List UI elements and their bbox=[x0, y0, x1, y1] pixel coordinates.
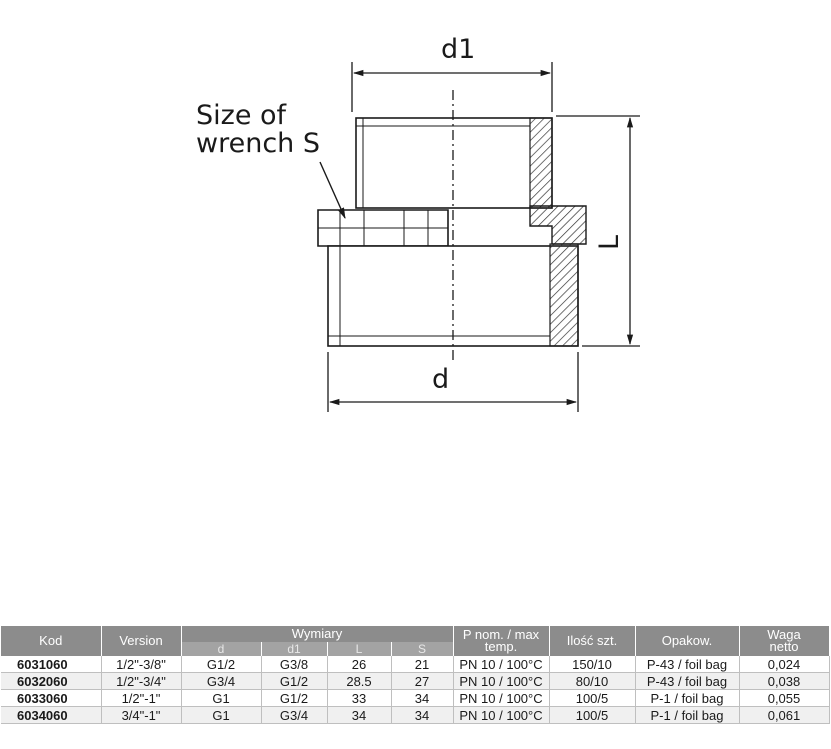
label-d1: d1 bbox=[441, 34, 475, 65]
wrench-label-line1: Size of bbox=[196, 100, 288, 131]
cell-kod: 6032060 bbox=[1, 672, 102, 690]
header-version: Version bbox=[101, 626, 182, 656]
cell-waga: 0,061 bbox=[739, 706, 830, 724]
cell-L: 33 bbox=[327, 689, 392, 707]
cell-d: G1 bbox=[181, 706, 262, 724]
label-L: L bbox=[594, 235, 625, 250]
header-d: d bbox=[181, 642, 262, 656]
cell-d1: G1/2 bbox=[261, 672, 328, 690]
cell-opakow: P-43 / foil bag bbox=[635, 656, 740, 673]
cell-S: 34 bbox=[391, 706, 454, 724]
cell-ilosc: 100/5 bbox=[549, 689, 636, 707]
cell-S: 34 bbox=[391, 689, 454, 707]
wrench-leader bbox=[319, 161, 346, 220]
header-wymiary: Wymiary bbox=[181, 626, 454, 642]
cell-d1: G1/2 bbox=[261, 689, 328, 707]
upper-body bbox=[355, 117, 553, 209]
header-waga-line1: Waga bbox=[767, 627, 801, 642]
cell-d1: G3/8 bbox=[261, 656, 328, 673]
cell-S: 21 bbox=[391, 656, 454, 673]
cell-L: 26 bbox=[327, 656, 392, 673]
table-row: 6031060 1/2"-3/8" G1/2 G3/8 26 21 PN 10 … bbox=[1, 656, 830, 673]
label-d: d bbox=[432, 364, 449, 395]
table-row: 6034060 3/4"-1" G1 G3/4 34 34 PN 10 / 10… bbox=[1, 706, 830, 724]
cell-waga: 0,055 bbox=[739, 689, 830, 707]
wrench-label-line2: wrench S bbox=[196, 128, 320, 159]
cell-kod: 6034060 bbox=[1, 706, 102, 724]
cell-opakow: P-43 / foil bag bbox=[635, 672, 740, 690]
technical-drawing: d1 d L Size of wrench S bbox=[196, 34, 640, 412]
cell-kod: 6031060 bbox=[1, 656, 102, 673]
cell-ilosc: 150/10 bbox=[549, 656, 636, 673]
cell-kod: 6033060 bbox=[1, 689, 102, 707]
cell-waga: 0,038 bbox=[739, 672, 830, 690]
cell-pnom: PN 10 / 100°C bbox=[453, 672, 550, 690]
cell-opakow: P-1 / foil bag bbox=[635, 689, 740, 707]
header-pnom-line1: P nom. / max bbox=[462, 627, 540, 642]
header-waga: Waga netto bbox=[739, 626, 830, 656]
header-L: L bbox=[327, 642, 392, 656]
cell-version: 1/2"-1" bbox=[101, 689, 182, 707]
header-pnom-line2: temp. bbox=[484, 639, 518, 654]
spec-table: Kod Version Wymiary P nom. / max temp. I… bbox=[1, 626, 830, 724]
header-kod: Kod bbox=[1, 626, 102, 656]
dimension-d1 bbox=[351, 62, 553, 112]
cell-version: 1/2"-3/4" bbox=[101, 672, 182, 690]
hex-nut bbox=[317, 209, 449, 247]
cell-ilosc: 100/5 bbox=[549, 706, 636, 724]
cell-L: 28.5 bbox=[327, 672, 392, 690]
cell-waga: 0,024 bbox=[739, 656, 830, 673]
cell-d: G3/4 bbox=[181, 672, 262, 690]
lower-thread-hatch bbox=[549, 243, 579, 347]
cell-d1: G3/4 bbox=[261, 706, 328, 724]
header-S: S bbox=[391, 642, 454, 656]
header-waga-line2: netto bbox=[769, 639, 799, 654]
cell-S: 27 bbox=[391, 672, 454, 690]
cell-version: 1/2"-3/8" bbox=[101, 656, 182, 673]
dimension-L bbox=[556, 115, 640, 347]
cell-pnom: PN 10 / 100°C bbox=[453, 706, 550, 724]
table-row: 6032060 1/2"-3/4" G3/4 G1/2 28.5 27 PN 1… bbox=[1, 672, 830, 690]
header-d1: d1 bbox=[261, 642, 328, 656]
header-ilosc: Ilość szt. bbox=[549, 626, 636, 656]
cell-opakow: P-1 / foil bag bbox=[635, 706, 740, 724]
cell-L: 34 bbox=[327, 706, 392, 724]
cell-pnom: PN 10 / 100°C bbox=[453, 689, 550, 707]
cell-pnom: PN 10 / 100°C bbox=[453, 656, 550, 673]
hex-section-hatch bbox=[529, 205, 587, 245]
cell-version: 3/4"-1" bbox=[101, 706, 182, 724]
cell-d: G1 bbox=[181, 689, 262, 707]
dimension-d bbox=[327, 352, 579, 412]
table-row: 6033060 1/2"-1" G1 G1/2 33 34 PN 10 / 10… bbox=[1, 689, 830, 707]
cell-d: G1/2 bbox=[181, 656, 262, 673]
header-pnom: P nom. / max temp. bbox=[453, 626, 550, 656]
upper-thread-hatch bbox=[529, 117, 553, 209]
cell-ilosc: 80/10 bbox=[549, 672, 636, 690]
header-opakow: Opakow. bbox=[635, 626, 740, 656]
